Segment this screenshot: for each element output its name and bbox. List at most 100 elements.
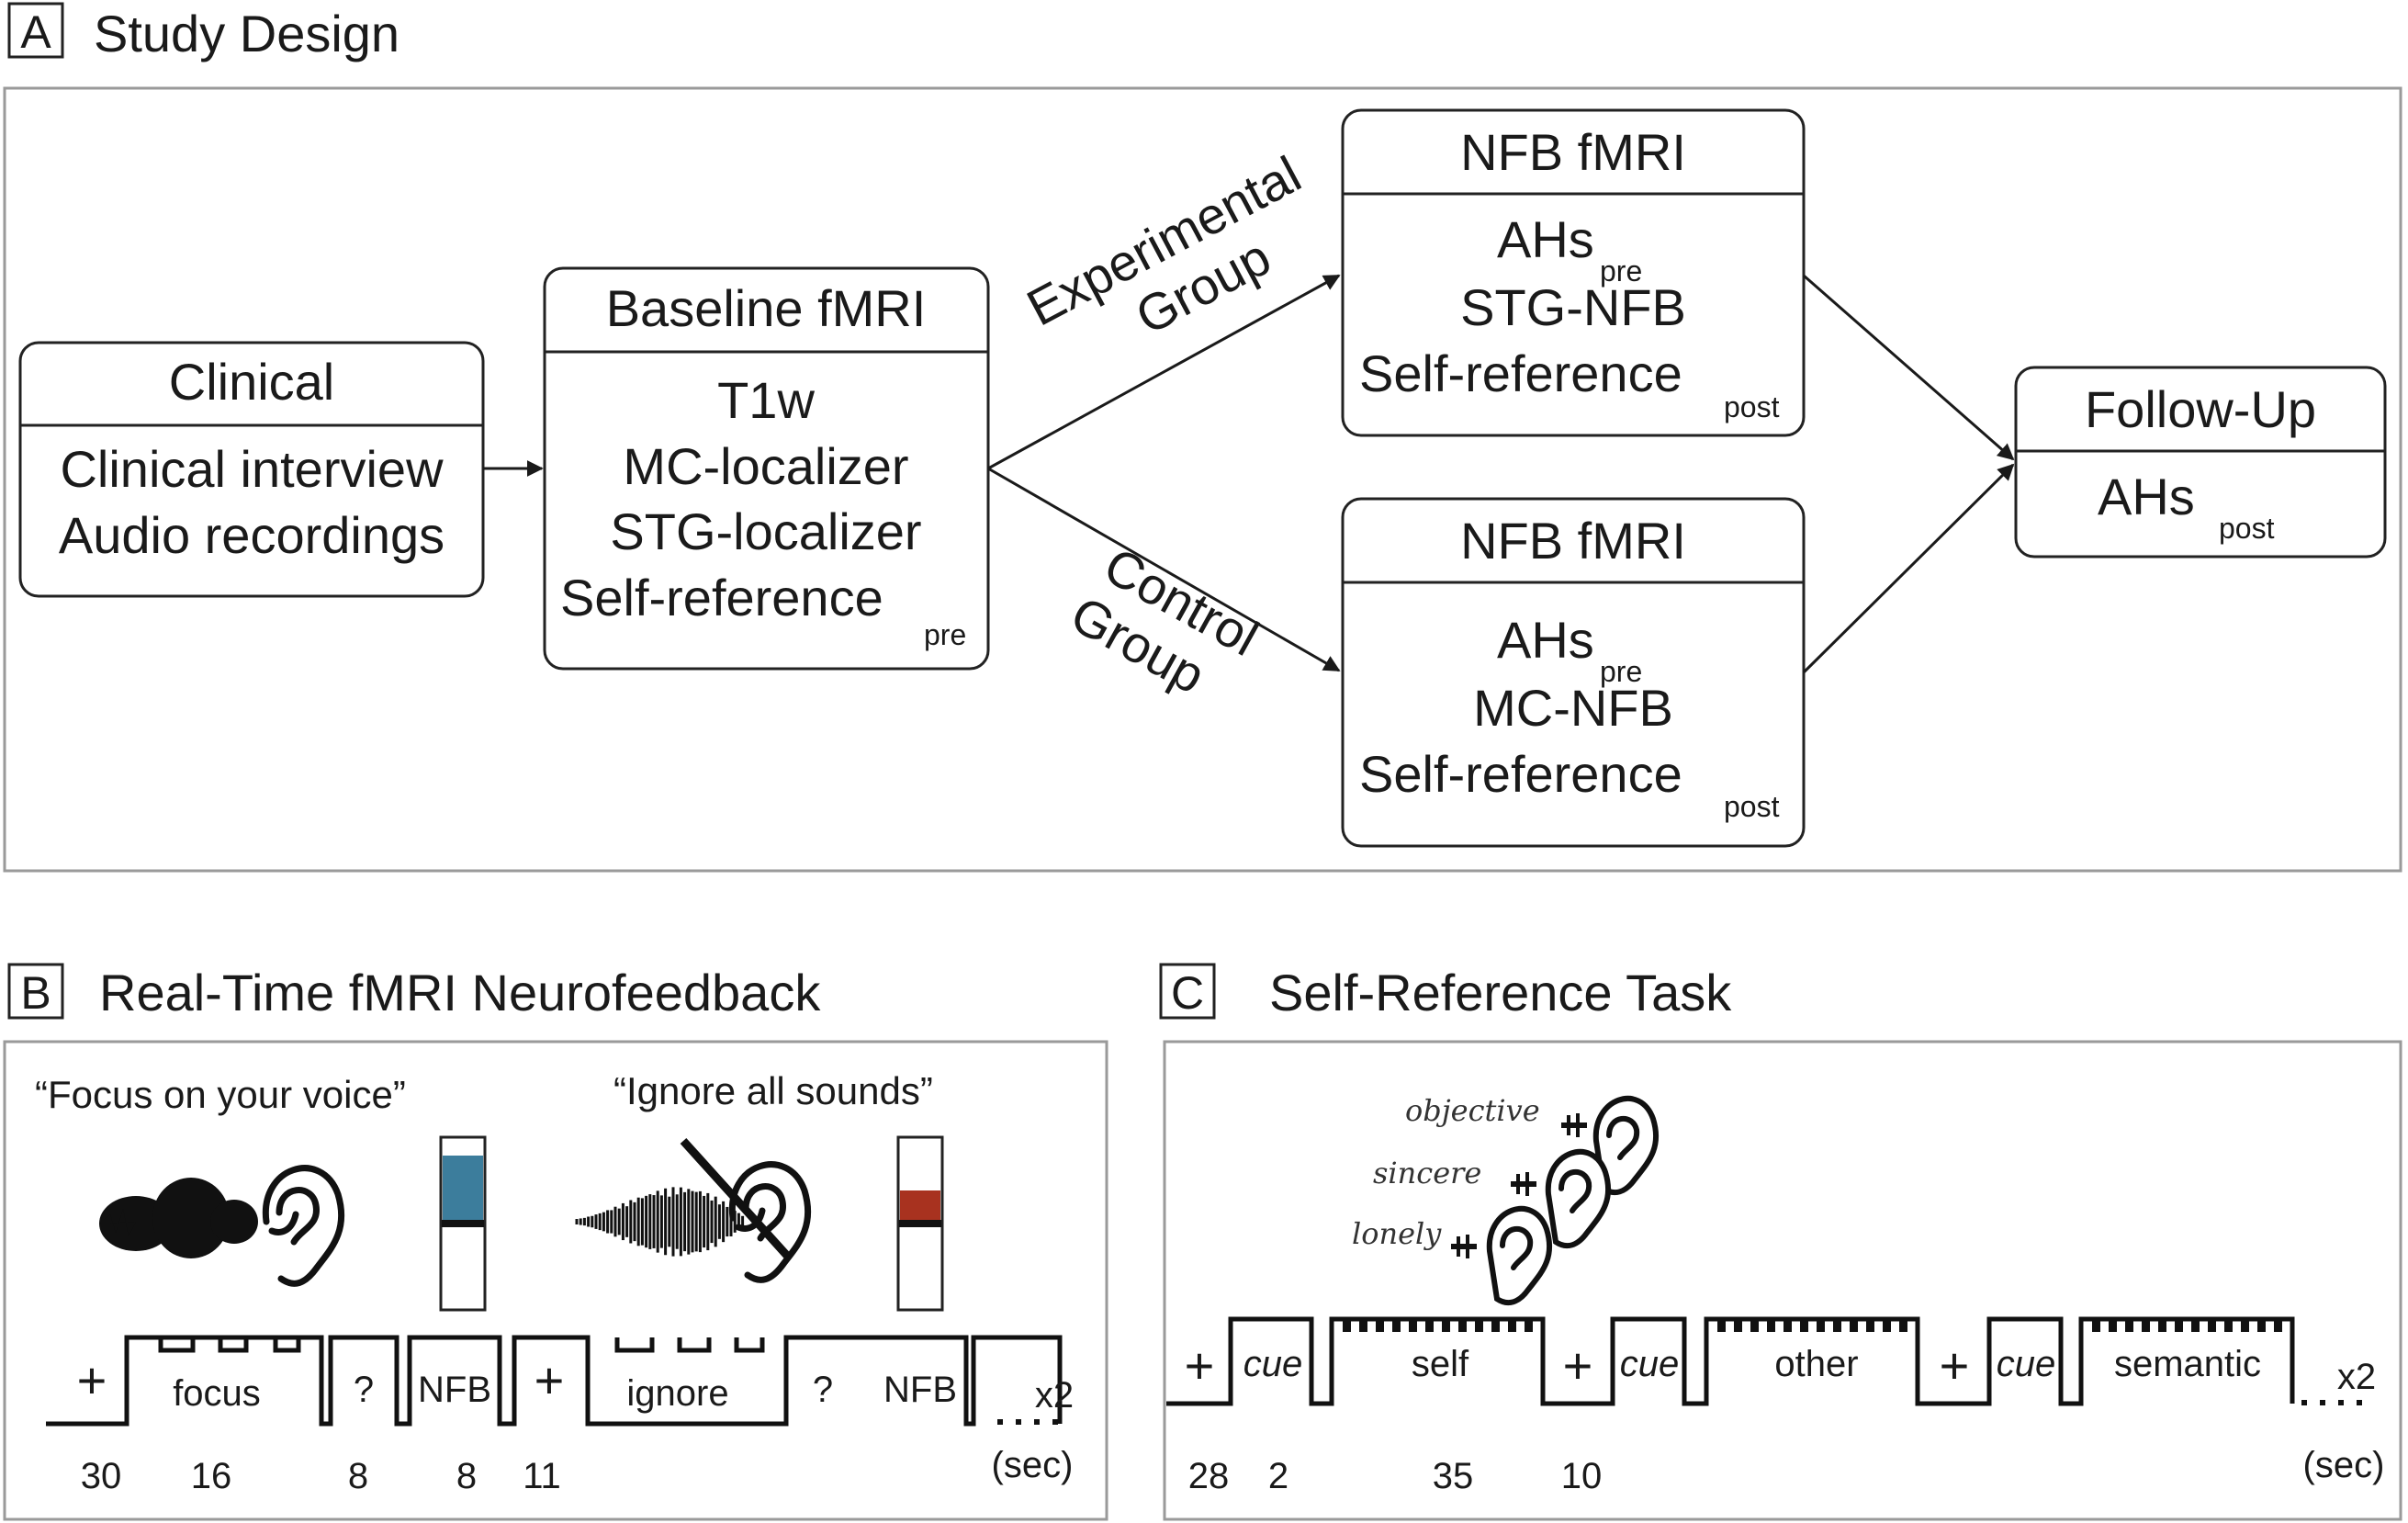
panel-b-title: Real-Time fMRI Neurofeedback — [99, 964, 821, 1021]
fixation-label: + — [1563, 1337, 1593, 1394]
fixation-label: + — [1185, 1337, 1215, 1394]
quote-focus: “Focus on your voice” — [35, 1073, 406, 1116]
followup-line1-sub: post — [2219, 512, 2275, 545]
panel-a: A Study Design Clinical Clinical intervi… — [3, 2, 2402, 873]
feedback-thermometer-focus — [439, 1135, 487, 1312]
feedback-thermometer-ignore — [896, 1135, 944, 1312]
panel-a-frame — [3, 86, 2402, 873]
sound-waveform-focus-icon — [99, 1178, 258, 1258]
clinical-box: Clinical Clinical interview Audio record… — [18, 341, 485, 598]
fixation-label: + — [77, 1351, 107, 1409]
panel-b-letter-box — [7, 963, 64, 1020]
panel-c-title: Self-Reference Task — [1269, 964, 1732, 1021]
nfb-ctrl-line3: Self-reference — [1359, 745, 1682, 803]
nfb-experimental-box: NFB fMRI AHs pre STG-NFB Self-reference … — [1341, 108, 1806, 437]
panel-c-letter: C — [1171, 967, 1204, 1019]
repeat-label: x2 — [2337, 1357, 2376, 1397]
semantic-block-label: semantic — [2114, 1344, 2261, 1384]
nfb-exp-line3-sub: post — [1724, 390, 1780, 423]
panel-a-letter: A — [20, 6, 51, 58]
baseline-box: Baseline fMRI T1w MC-localizer STG-local… — [543, 266, 990, 671]
focus-block-ticks — [158, 1337, 765, 1353]
nfb-ctrl-line3-sub: post — [1724, 790, 1780, 823]
repeat-label: x2 — [1035, 1375, 1074, 1416]
nfb-ctrl-line2: MC-NFB — [1473, 679, 1673, 737]
nfb-ctrl-line1: AHs — [1497, 611, 1594, 669]
arrow-ctrl-to-followup — [1802, 463, 2015, 674]
timeline-c — [1166, 1316, 2295, 1406]
cue-label: cue — [1997, 1344, 2056, 1384]
sound-blip-icon — [1451, 1113, 1587, 1258]
cue-label: cue — [1243, 1344, 1303, 1384]
panel-a-title: Study Design — [94, 5, 399, 62]
spoken-word: lonely — [1352, 1216, 1442, 1251]
followup-header: Follow-Up — [2085, 380, 2316, 438]
duration-label: 11 — [523, 1456, 561, 1496]
baseline-line: MC-localizer — [623, 437, 908, 495]
focus-block-label: focus — [173, 1373, 261, 1414]
baseline-subscript: pre — [924, 618, 966, 651]
followup-line1: AHs — [2098, 468, 2195, 525]
ignore-block-label: ignore — [626, 1373, 728, 1414]
nfb-control-box: NFB fMRI AHs pre MC-NFB Self-reference p… — [1341, 497, 1806, 848]
question-block-label: ? — [813, 1370, 833, 1410]
nfb-exp-line1-sub: pre — [1600, 254, 1642, 288]
duration-label: 2 — [1268, 1456, 1288, 1496]
self-block-label: self — [1412, 1344, 1469, 1384]
nfb-ctrl-header: NFB fMRI — [1460, 512, 1686, 570]
fixation-label: + — [534, 1351, 565, 1409]
duration-label: 28 — [1188, 1456, 1230, 1496]
unit-label: (sec) — [992, 1445, 1074, 1485]
arrow-to-experimental — [987, 274, 1341, 470]
panel-a-letter-box — [7, 2, 64, 59]
baseline-line: STG-localizer — [610, 502, 921, 560]
panel-c-frame — [1163, 1040, 2402, 1521]
arrow-exp-to-followup — [1803, 274, 2015, 461]
sound-waveform-ignore-icon — [575, 1187, 745, 1257]
panel-b-letter: B — [20, 967, 51, 1019]
ear-icon — [1486, 1206, 1553, 1306]
baseline-header: Baseline fMRI — [606, 279, 927, 337]
block-ticks-c — [1343, 1319, 2282, 1332]
nfb-exp-header: NFB fMRI — [1460, 123, 1686, 181]
arrow-to-control — [987, 467, 1341, 672]
ear-icon — [1592, 1096, 1660, 1196]
duration-label: 10 — [1561, 1456, 1603, 1496]
nfb-block-label: NFB — [883, 1370, 957, 1410]
experimental-group-label: Experimental Group — [1018, 145, 1310, 346]
ear-icon — [262, 1165, 345, 1287]
panel-b-frame — [3, 1040, 1108, 1521]
panel-c-letter-box — [1159, 963, 1216, 1020]
nfb-exp-line3: Self-reference — [1359, 344, 1682, 402]
spoken-word: objective — [1405, 1093, 1540, 1128]
strike-through-line — [680, 1137, 792, 1260]
baseline-line: T1w — [717, 371, 815, 429]
spoken-word: sincere — [1373, 1156, 1481, 1190]
timeline-b — [46, 1335, 1063, 1427]
followup-box: Follow-Up AHs post — [2014, 366, 2387, 558]
ear-icon — [728, 1161, 812, 1283]
control-group-label: Control Group — [1062, 536, 1268, 705]
nfb-ctrl-line1-sub: pre — [1600, 655, 1642, 688]
nfb-exp-line2: STG-NFB — [1460, 278, 1686, 336]
panel-b: B Real-Time fMRI Neurofeedback “Focus on… — [3, 963, 1108, 1521]
cue-label: cue — [1620, 1344, 1680, 1384]
clinical-header: Clinical — [169, 353, 335, 411]
fixation-label: + — [1940, 1337, 1970, 1394]
clinical-line: Clinical interview — [60, 440, 444, 498]
duration-label: 16 — [191, 1456, 232, 1496]
duration-label: 8 — [456, 1456, 477, 1496]
duration-label: 8 — [348, 1456, 368, 1496]
panel-c: C Self-Reference Task objective sincere … — [1159, 963, 2402, 1521]
unit-label: (sec) — [2303, 1445, 2385, 1485]
dots-c — [2301, 1400, 2362, 1405]
baseline-line: Self-reference — [560, 569, 883, 626]
clinical-line: Audio recordings — [59, 506, 444, 564]
duration-label: 35 — [1433, 1456, 1474, 1496]
feedback-level-focus — [443, 1156, 483, 1222]
nfb-block-label: NFB — [418, 1370, 491, 1410]
feedback-level-ignore — [900, 1190, 940, 1222]
quote-ignore: “Ignore all sounds” — [613, 1069, 933, 1112]
nfb-exp-line1: AHs — [1497, 210, 1594, 268]
